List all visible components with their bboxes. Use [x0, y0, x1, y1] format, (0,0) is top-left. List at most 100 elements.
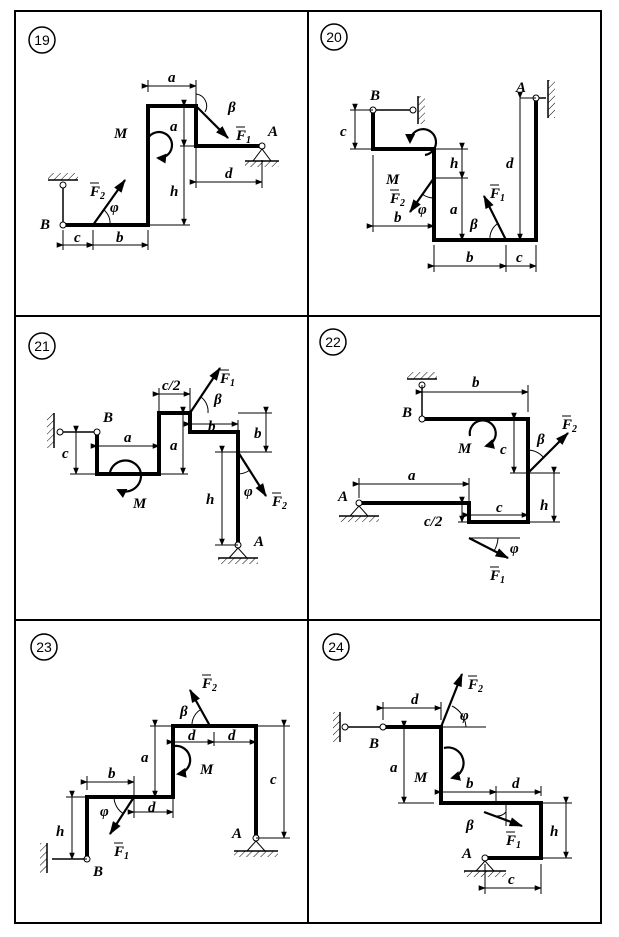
force-f1: [109, 796, 135, 835]
force-f2: [189, 689, 211, 727]
svg-text:2: 2: [477, 684, 483, 695]
force-f1-label: F: [505, 833, 516, 849]
dimension-lines: [56, 80, 263, 250]
svg-text:2: 2: [211, 683, 217, 694]
force-f2-label: F: [389, 191, 400, 207]
dim-a: a: [390, 760, 398, 776]
force-f1: [195, 105, 229, 139]
support-b-label: B: [401, 405, 412, 421]
dim-c-vertical: c: [500, 442, 507, 458]
problem-number-badge: 23: [30, 633, 58, 661]
dimension-lines: [70, 388, 272, 546]
dim-d: d: [506, 156, 514, 172]
svg-text:2: 2: [99, 191, 105, 202]
support-a-label: A: [267, 124, 278, 140]
dim-c: c: [508, 872, 515, 888]
dim-c-half: c/2: [162, 378, 181, 394]
dim-h: h: [206, 492, 214, 508]
svg-text:2: 2: [281, 501, 287, 512]
dim-d-left: d: [188, 728, 196, 744]
svg-text:1: 1: [246, 135, 251, 146]
dim-a: a: [408, 468, 416, 484]
force-f1: [468, 537, 510, 559]
dimension-lines: [66, 719, 290, 860]
dim-c-horizontal: c: [496, 500, 503, 516]
angle-phi-label: φ: [510, 541, 519, 557]
svg-text:2: 2: [399, 198, 405, 209]
svg-text:1: 1: [500, 193, 505, 204]
dim-b-bottom: b: [466, 250, 474, 266]
force-f2-label: F: [467, 677, 478, 693]
svg-text:19: 19: [34, 32, 50, 48]
support-b-label: B: [369, 88, 380, 104]
dim-d: d: [225, 166, 233, 182]
force-f1-label: F: [235, 128, 246, 144]
angle-beta-label: β: [536, 432, 545, 448]
support-b: [369, 96, 425, 124]
support-b-label: B: [39, 217, 50, 233]
moment-label: M: [199, 762, 214, 778]
support-b: [48, 173, 78, 229]
force-f1: [189, 367, 221, 414]
force-f2-label: F: [201, 676, 212, 692]
dim-a-horizontal: a: [124, 430, 132, 446]
problem-number-badge: 22: [319, 328, 347, 356]
force-f2: [409, 177, 435, 213]
moment-label: M: [457, 441, 472, 457]
force-f2: [237, 451, 267, 497]
support-a-label: A: [461, 846, 472, 862]
dim-a-side: a: [170, 119, 178, 135]
frame-beam: [95, 411, 240, 547]
angle-beta-label: β: [213, 392, 222, 408]
dim-b: b: [108, 766, 116, 782]
dim-h: h: [550, 824, 558, 840]
dim-b-left: b: [394, 210, 402, 226]
problem-number-badge: 24: [322, 633, 350, 661]
moment-label: M: [132, 496, 147, 512]
problem-number-badge: 20: [320, 23, 348, 51]
dim-c-half: c/2: [424, 514, 443, 530]
dim-c: c: [74, 230, 81, 246]
dim-d-bottom: d: [148, 800, 156, 816]
dim-h: h: [56, 824, 64, 840]
support-a-label: A: [231, 826, 242, 842]
svg-text:20: 20: [326, 29, 342, 45]
force-f1-label: F: [113, 844, 124, 860]
moment-label: M: [385, 172, 400, 188]
dim-h: h: [450, 156, 458, 172]
dimension-lines: [350, 91, 537, 272]
moment-arc: [405, 128, 438, 157]
moment-arc: [145, 130, 174, 164]
support-a-label: A: [337, 489, 348, 505]
angle-beta-label: β: [469, 217, 478, 233]
force-f1-label: F: [219, 371, 230, 387]
angle-phi-label: φ: [100, 804, 109, 820]
dim-b: b: [466, 776, 474, 792]
moment-label: M: [413, 770, 428, 786]
angle-phi-label: φ: [418, 202, 427, 218]
force-f2-label: F: [271, 494, 282, 510]
angle-beta-label: β: [465, 818, 474, 834]
moment-arc: [173, 744, 192, 778]
dim-b-horizontal: b: [208, 419, 216, 435]
dim-b-vertical: b: [254, 426, 262, 442]
dimension-lines: [376, 702, 572, 894]
svg-text:22: 22: [325, 334, 341, 350]
angle-beta-label: β: [179, 704, 188, 720]
panel-23: 23 B A M β F 2 φ F 1: [30, 633, 290, 880]
panel-21: 21 B A M β F 1 φ F 2: [28, 332, 287, 564]
dim-a: a: [141, 750, 149, 766]
svg-text:23: 23: [36, 639, 52, 655]
force-f1: [483, 194, 507, 241]
svg-text:1: 1: [500, 575, 505, 586]
support-b-label: B: [102, 410, 113, 426]
force-f1-label: F: [489, 186, 500, 202]
dim-h: h: [540, 498, 548, 514]
dim-b: b: [472, 375, 480, 391]
support-b: [40, 843, 91, 873]
svg-text:24: 24: [328, 639, 344, 655]
force-f2-label: F: [561, 417, 572, 433]
support-b: [47, 413, 101, 448]
angle-beta-label: β: [227, 100, 236, 116]
panel-22: 22 B A M β F 2 φ F 1: [319, 328, 577, 586]
